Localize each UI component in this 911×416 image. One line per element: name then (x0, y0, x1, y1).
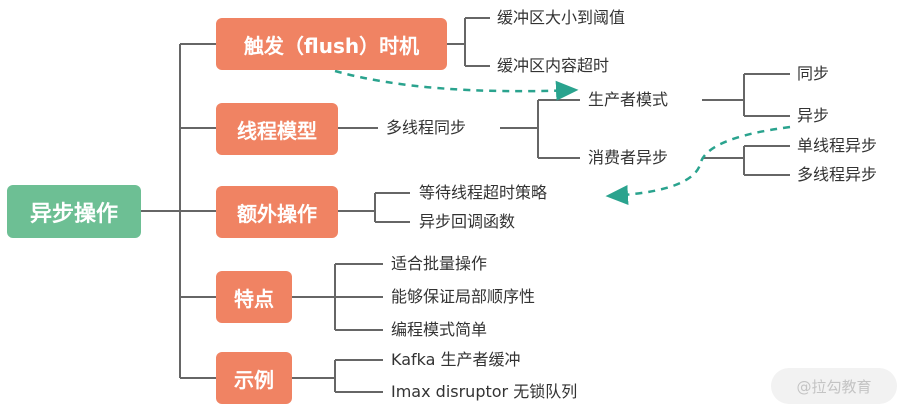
feature-leaves (292, 263, 383, 331)
leaf-wait-timeout-policy: 等待线程超时策略 (419, 183, 548, 202)
watermark: @拉勾教育 (771, 368, 897, 404)
flush-leaves (447, 17, 490, 67)
leaf-buffer-threshold: 缓冲区大小到阈值 (497, 8, 626, 27)
consumer-leaves (702, 145, 790, 176)
leaf-buffer-timeout: 缓冲区内容超时 (497, 56, 610, 75)
extra-leaves (338, 192, 410, 223)
leaf-local-ordering: 能够保证局部顺序性 (391, 287, 536, 306)
category-features: 特点 (216, 271, 292, 323)
leaf-consumer-async: 消费者异步 (588, 148, 669, 167)
leaf-multi-thread-async: 多线程异步 (797, 165, 878, 184)
leaf-batch-ops: 适合批量操作 (391, 254, 488, 273)
category-flush: 触发（flush）时机 (216, 18, 447, 70)
leaf-producer-mode: 生产者模式 (588, 90, 669, 109)
category-examples: 示例 (216, 352, 292, 404)
leaf-sync: 同步 (797, 64, 830, 83)
dashed-arrow-consumer (605, 125, 791, 206)
example-leaves (292, 359, 383, 393)
leaf-async: 异步 (797, 106, 830, 125)
leaf-multithread-sync: 多线程同步 (386, 118, 467, 137)
leaf-disruptor-queue: Imax disruptor 无锁队列 (391, 382, 578, 401)
sync-branches (500, 99, 580, 159)
producer-leaves (702, 73, 790, 117)
leaf-kafka-producer-buffer: Kafka 生产者缓冲 (391, 350, 521, 369)
category-extra-ops: 额外操作 (216, 186, 338, 238)
root-node: 异步操作 (7, 185, 141, 238)
dashed-arrow-flush (334, 69, 579, 101)
category-thread-model: 线程模型 (216, 103, 338, 155)
leaf-simple-programming: 编程模式简单 (391, 320, 488, 339)
leaf-async-callback: 异步回调函数 (419, 212, 516, 231)
leaf-single-thread-async: 单线程异步 (797, 136, 878, 155)
